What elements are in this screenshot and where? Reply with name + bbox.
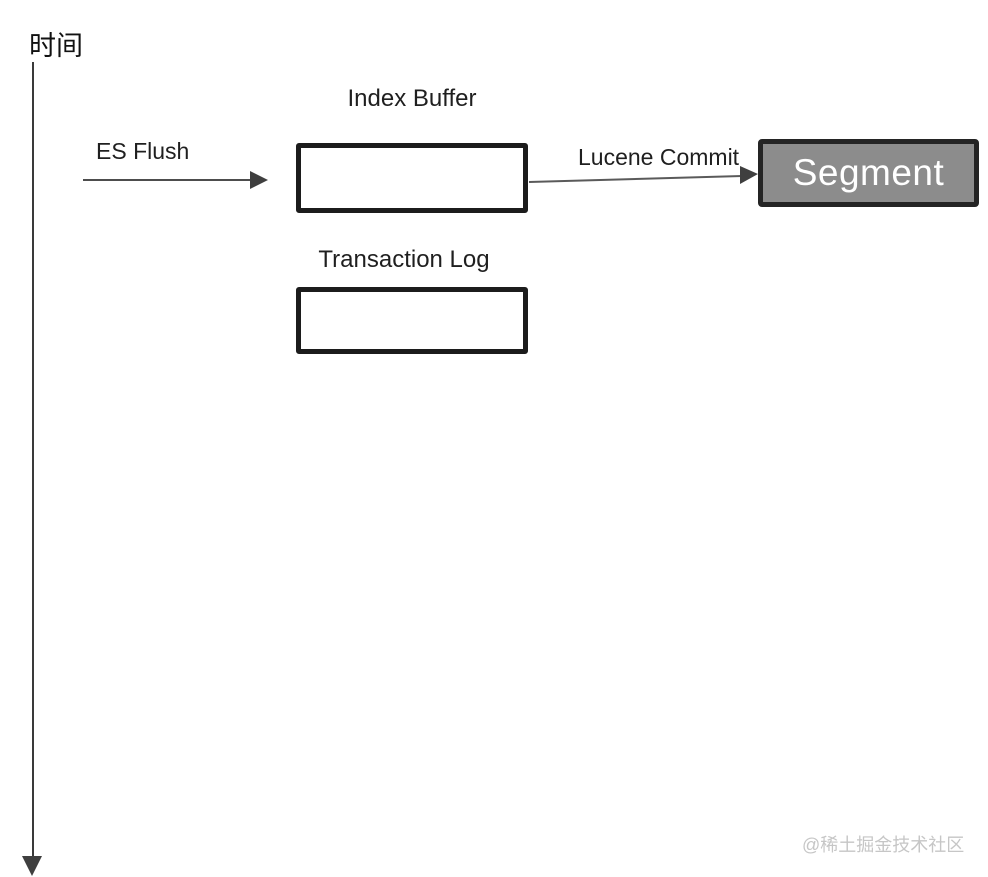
lucene-commit-label: Lucene Commit xyxy=(578,144,740,170)
segment-box: Segment xyxy=(758,139,979,207)
transaction-log-label: Transaction Log xyxy=(318,246,490,273)
timeline-label: 时间 xyxy=(29,31,83,61)
lucene-commit-arrow xyxy=(528,166,758,184)
transaction-log-box xyxy=(296,287,528,354)
timeline-arrow xyxy=(22,62,42,876)
segment-label: Segment xyxy=(792,152,945,193)
index-buffer-box xyxy=(296,143,528,213)
index-buffer-label: Index Buffer xyxy=(347,85,477,112)
es-flush-arrow xyxy=(83,171,268,189)
es-flush-label: ES Flush xyxy=(96,138,190,164)
watermark: @稀土掘金技术社区 xyxy=(802,835,965,855)
